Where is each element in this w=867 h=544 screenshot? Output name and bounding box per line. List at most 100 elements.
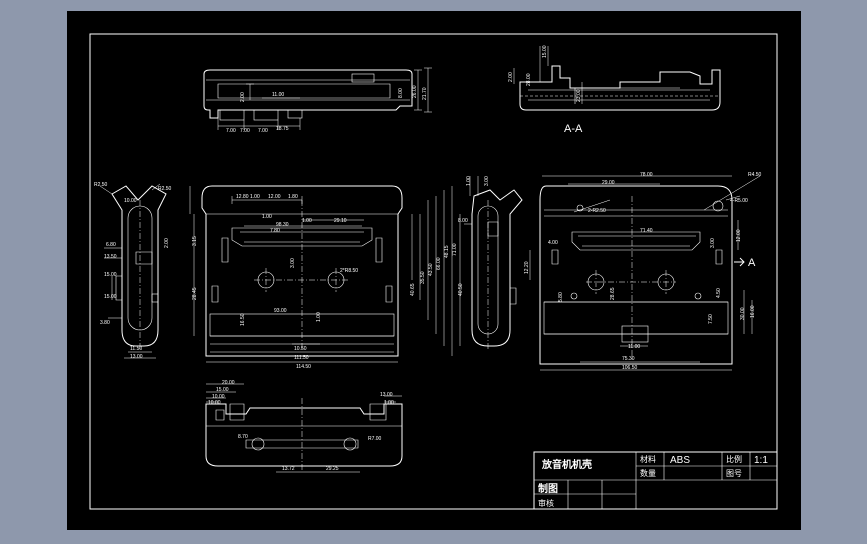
section-a-a-view: 15.00 2.00 28.00 23.00 A-A [508, 45, 721, 135]
dim-front-17: 66.00 [436, 257, 442, 270]
dim-top-4: 18.75 [276, 126, 289, 132]
dim-top-7: 8.00 [398, 88, 404, 98]
dim-front-21: 16.50 [240, 313, 246, 326]
dim-back-10: 4.50 [716, 288, 722, 298]
dim-front-12: 28.45 [192, 287, 198, 300]
dim-left-7: 15.00 [104, 294, 117, 300]
dim-sec-4: 23.00 [576, 89, 582, 102]
dim-left-10: 11.50 [130, 346, 142, 352]
dim-bottom-5: 13.00 [380, 392, 393, 398]
dim-front-20: 93.00 [274, 308, 287, 314]
dim-front-2: 1.00 [250, 194, 260, 200]
dim-back-5: R4.50 [748, 172, 762, 178]
front-view: 12.80 1.00 12.00 1.80 1.00 29.10 1.00 98… [189, 185, 458, 370]
dim-front-13: 2*R8.50 [340, 268, 358, 274]
dim-top-2: 7.00 [240, 128, 250, 134]
dim-front-10: 3.00 [290, 258, 296, 268]
right-side-view: 1.00 3.00 8.00 12.20 40.50 [458, 176, 531, 350]
title-block: 放音机机壳 材料 ABS 比例 1:1 数量 图号 制图 审核 [533, 451, 778, 510]
dim-bottom-3: 10.00 [212, 394, 225, 400]
dim-front-23: 10.50 [294, 346, 307, 352]
dim-front-5: 1.00 [302, 218, 312, 224]
dim-front-19: 71.00 [452, 243, 458, 256]
drawing-sheet [67, 11, 801, 530]
dim-back-14: 16.00 [750, 305, 756, 318]
dim-front-14: 40.65 [410, 283, 416, 296]
dim-top-9: 21.70 [422, 87, 428, 100]
dim-back-2: 29.00 [602, 180, 615, 186]
drawing-no-label: 图号 [726, 469, 742, 478]
dim-front-15: 35.50 [420, 271, 426, 284]
dim-right-2: 3.00 [484, 176, 490, 186]
dim-bottom-6: 1.00 [384, 400, 394, 406]
dim-left-6: 15.00 [104, 272, 117, 278]
dim-top-3: 7.00 [258, 128, 268, 134]
dim-left-1: R2.50 [94, 182, 108, 188]
left-side-view: R2.50 R2.50 10.00 6.80 13.50 15.00 15.00… [94, 182, 172, 360]
dim-bottom-9: 13.72 [282, 466, 295, 472]
dim-left-9: 3.80 [100, 320, 110, 326]
dim-top-6: 11.00 [272, 92, 284, 98]
dim-back-8: 4.00 [548, 240, 558, 246]
dim-front-3: 12.00 [268, 194, 281, 200]
dim-left-8: 2.00 [164, 238, 170, 248]
dim-back-4: 4-R5.00 [730, 198, 748, 204]
dim-sec-2: 2.00 [508, 72, 514, 82]
scale-value: 1:1 [754, 455, 768, 466]
dim-right-5: 40.50 [458, 283, 464, 296]
dim-back-11: 28.65 [610, 287, 616, 300]
dim-front-8: 98.30 [276, 222, 289, 228]
dim-left-4: 6.80 [106, 242, 116, 248]
bottom-view: 20.00 15.00 10.00 10.00 13.00 1.00 8.70 … [205, 380, 403, 473]
drawn-by-label: 制图 [538, 482, 558, 495]
dim-back-18: 11.00 [628, 344, 640, 350]
drawing-name: 放音机机壳 [541, 458, 592, 471]
dim-front-4: 1.80 [288, 194, 298, 200]
dim-front-18: 48.15 [444, 245, 450, 258]
dim-front-22: 1.00 [316, 312, 322, 322]
dim-front-24: 111.50 [294, 355, 309, 361]
dim-left-2: R2.50 [158, 186, 172, 192]
section-label-a-a: A-A [564, 123, 583, 135]
dim-sec-3: 28.00 [526, 73, 532, 86]
dim-front-6: 29.10 [334, 218, 347, 224]
view-arrow-label-a: A [748, 257, 756, 269]
dim-top-8: 26.00 [412, 85, 418, 98]
dim-top-5: 2.00 [240, 92, 246, 102]
view-arrow-a [734, 257, 745, 267]
dim-bottom-4: 10.00 [208, 400, 221, 406]
drawing-border [89, 33, 778, 510]
dim-bottom-1: 20.00 [222, 380, 235, 386]
dim-right-4: 12.20 [524, 261, 530, 274]
dim-bottom-10: 29.25 [326, 466, 339, 472]
dim-back-17: 106.50 [622, 365, 638, 371]
dim-front-25: 114.50 [296, 364, 311, 370]
dim-back-7: 12.00 [736, 229, 742, 242]
dim-back-3: 2-R2.50 [588, 208, 606, 214]
dim-front-7: 1.00 [262, 214, 272, 220]
dim-right-1: 1.00 [466, 176, 472, 186]
checked-by-label: 审核 [538, 498, 554, 508]
dim-front-1: 12.80 [236, 194, 249, 200]
dim-front-11: 3.15 [192, 236, 198, 246]
scale-label: 比例 [726, 454, 742, 464]
material-label: 材料 [640, 454, 656, 464]
dim-bottom-8: R7.00 [368, 436, 382, 442]
dim-back-1: 78.00 [640, 172, 653, 178]
dim-left-5: 13.50 [104, 254, 117, 260]
back-view: 78.00 29.00 2-R2.50 4-R5.00 R4.50 71.40 … [539, 172, 762, 371]
dim-front-16: 43.50 [428, 263, 434, 276]
dim-top-1: 7.00 [226, 128, 236, 134]
dim-left-11: 13.00 [130, 354, 143, 360]
dim-bottom-7: 8.70 [238, 434, 248, 440]
dim-back-6: 71.40 [640, 228, 653, 234]
dim-bottom-2: 15.00 [216, 387, 229, 393]
material-value: ABS [670, 455, 690, 466]
dim-left-3: 10.00 [124, 198, 137, 204]
dim-back-12: 5.80 [558, 292, 564, 302]
dim-back-9: 3.00 [710, 238, 716, 248]
dim-back-15: 30.00 [740, 307, 746, 320]
dim-sec-1: 15.00 [542, 45, 548, 58]
